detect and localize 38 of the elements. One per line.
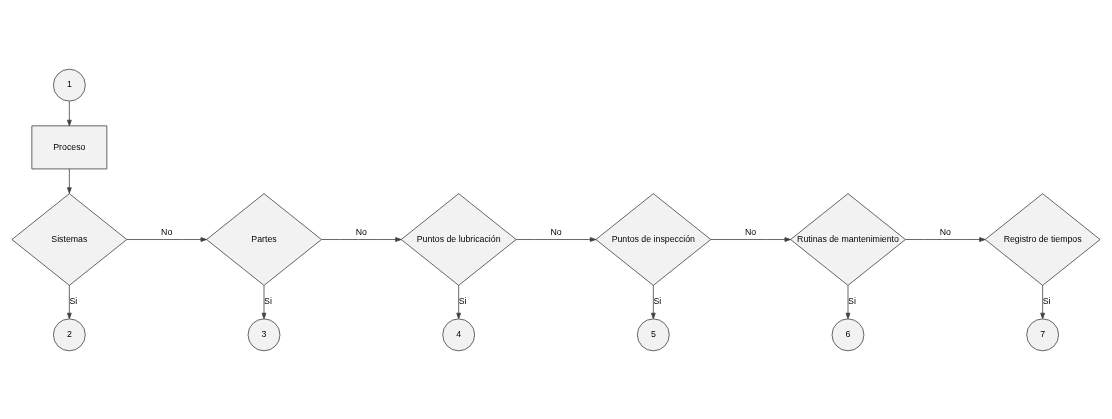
arrow <box>710 236 791 242</box>
node-circle: 6 <box>831 318 865 351</box>
node-circle: 1 <box>53 68 86 101</box>
arrow <box>67 284 72 319</box>
edge-label: No <box>550 226 562 237</box>
arrow <box>321 236 402 242</box>
node-diamond: Partes <box>206 192 322 286</box>
arrow <box>126 236 207 242</box>
edge-label: Si <box>264 295 272 306</box>
arrow <box>67 168 72 194</box>
edge-label: Si <box>458 295 467 306</box>
node-diamond: Sistemas <box>11 192 128 286</box>
node-circle: 5 <box>636 318 670 351</box>
arrow <box>67 100 72 126</box>
node-circle: 2 <box>53 318 86 351</box>
node-diamond: Puntos de lubricación <box>400 192 517 286</box>
edge-label: No <box>161 226 173 237</box>
node-diamond: Rutinas de mantenimiento <box>790 192 906 286</box>
edge-label: Si <box>653 295 662 306</box>
node-circle: 7 <box>1026 318 1059 351</box>
arrow <box>651 284 656 319</box>
arrow <box>845 284 851 319</box>
edge-label: Si <box>1042 295 1051 306</box>
edge-label: Si <box>848 295 856 306</box>
node-box: Proceso <box>31 124 108 169</box>
edge-label: Si <box>69 295 78 306</box>
arrow <box>261 284 267 319</box>
arrow <box>456 284 461 319</box>
edge-label: No <box>745 226 757 237</box>
node-diamond: Puntos de inspección <box>595 192 712 286</box>
node-circle: 3 <box>247 318 281 351</box>
edge-label: No <box>939 226 951 237</box>
arrow <box>515 236 597 242</box>
node-circle: 4 <box>442 318 476 351</box>
edge-label: No <box>355 226 367 237</box>
node-diamond: Registro de tiempos <box>984 192 1101 286</box>
arrow <box>1040 284 1045 319</box>
arrow <box>905 236 986 242</box>
